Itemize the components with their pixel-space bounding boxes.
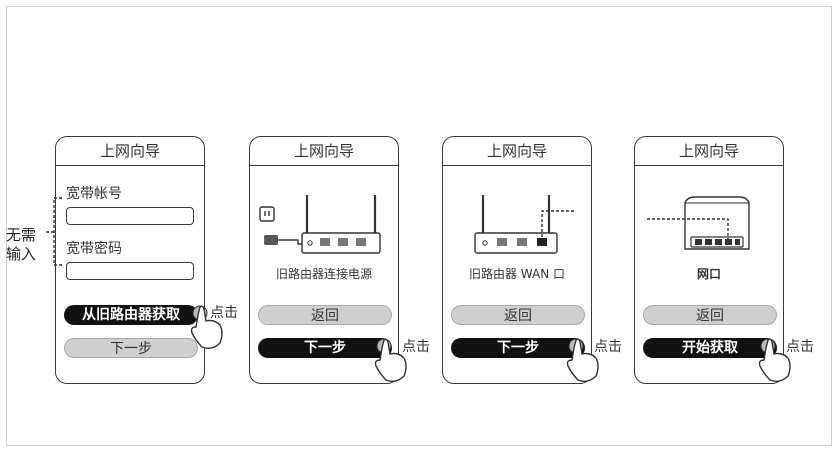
wizard-screen-2: 上网向导 旧路由器连接电源 返回 下一步 xyxy=(249,136,399,384)
wizard-screen-3: 上网向导 旧路由器 WAN 口 返回 下一步 xyxy=(442,136,592,384)
no-input-annotation: 无需 输入 xyxy=(6,226,46,264)
pointing-hand-icon xyxy=(566,338,599,383)
screen-title: 上网向导 xyxy=(443,137,591,166)
wan-port-icon xyxy=(537,238,547,246)
router-power-illustration xyxy=(259,195,381,254)
account-label: 宽带帐号 xyxy=(66,186,122,202)
click-label: 点击 xyxy=(786,339,814,355)
back-button[interactable]: 返回 xyxy=(451,305,585,325)
router-body xyxy=(474,232,558,254)
router-wan-illustration xyxy=(474,195,575,254)
no-input-line-1: 无需 xyxy=(6,226,37,244)
lan-port-icon xyxy=(725,239,732,245)
click-label: 点击 xyxy=(402,339,430,355)
get-from-old-router-button[interactable]: 从旧路由器获取 xyxy=(64,305,198,325)
start-fetch-button[interactable]: 开始获取 xyxy=(643,338,777,358)
screen-title: 上网向导 xyxy=(250,137,398,166)
pointing-hand-icon xyxy=(190,305,223,350)
no-input-bracket xyxy=(53,197,62,266)
back-button[interactable]: 返回 xyxy=(258,305,392,325)
next-step-button[interactable]: 下一步 xyxy=(64,338,198,358)
screen-caption: 旧路由器 WAN 口 xyxy=(468,267,566,281)
power-plug-icon xyxy=(264,235,278,245)
screen-caption: 旧路由器连接电源 xyxy=(275,267,372,281)
figure-frame xyxy=(6,6,832,446)
screen-title: 上网向导 xyxy=(635,137,783,166)
power-outlet-icon xyxy=(259,206,275,222)
screen-caption: 网口 xyxy=(696,267,721,281)
back-button[interactable]: 返回 xyxy=(643,305,777,325)
password-label: 宽带密码 xyxy=(66,241,122,257)
no-input-line-2: 输入 xyxy=(6,245,37,263)
new-router-port-illustration xyxy=(647,196,750,250)
password-field[interactable] xyxy=(66,262,194,280)
screen-title: 上网向导 xyxy=(56,137,204,166)
wizard-screen-1: 上网向导 宽带帐号 宽带密码 从旧路由器获取 下一步 xyxy=(55,136,205,384)
next-step-button[interactable]: 下一步 xyxy=(258,338,392,358)
account-field[interactable] xyxy=(66,207,194,225)
click-label: 点击 xyxy=(594,339,622,355)
pointing-hand-icon xyxy=(758,338,791,383)
next-step-button[interactable]: 下一步 xyxy=(451,338,585,358)
wizard-screen-4: 上网向导 网口 返回 开始获取 xyxy=(634,136,784,384)
click-label: 点击 xyxy=(210,305,238,321)
pointing-hand-icon xyxy=(374,338,407,383)
